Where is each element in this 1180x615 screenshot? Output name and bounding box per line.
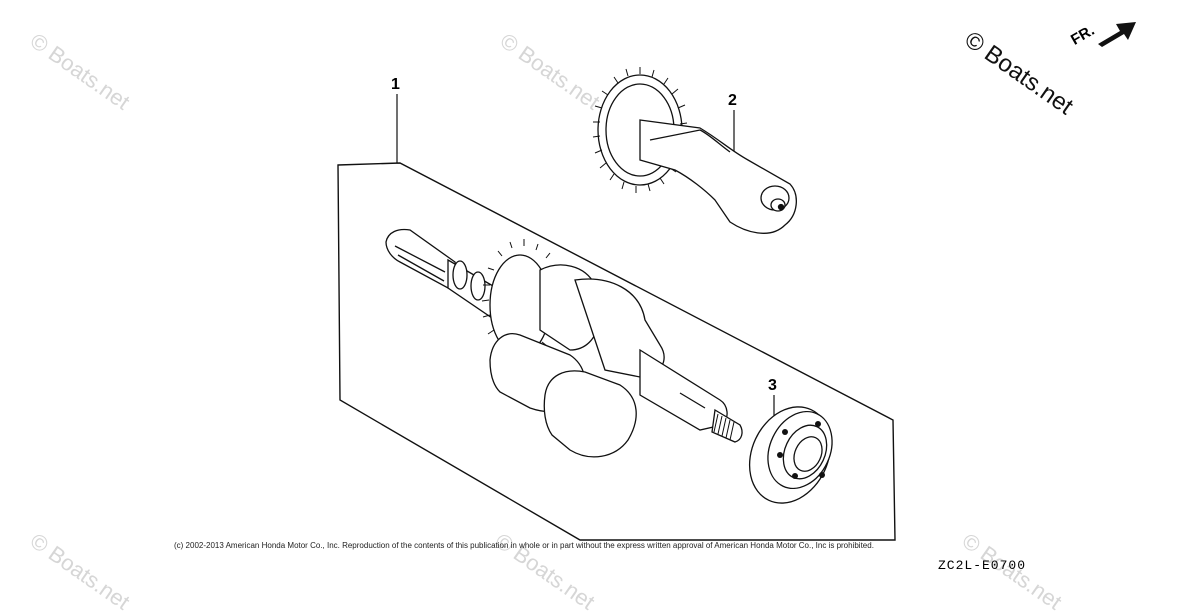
balancer-shaft-part: [592, 67, 797, 234]
crankshaft-part: [385, 228, 743, 458]
assembly-outline: [337, 162, 896, 541]
callout-3[interactable]: 3: [768, 377, 777, 394]
diagram-code: ZC2L-E0700: [938, 558, 1027, 573]
copyright-notice: (c) 2002-2013 American Honda Motor Co., …: [174, 541, 874, 550]
bearing-part: [748, 406, 833, 504]
front-arrow-icon: [1098, 22, 1136, 47]
callout-1[interactable]: 1: [391, 76, 400, 93]
callout-2[interactable]: 2: [728, 92, 737, 109]
parts-diagram: [337, 22, 1136, 541]
